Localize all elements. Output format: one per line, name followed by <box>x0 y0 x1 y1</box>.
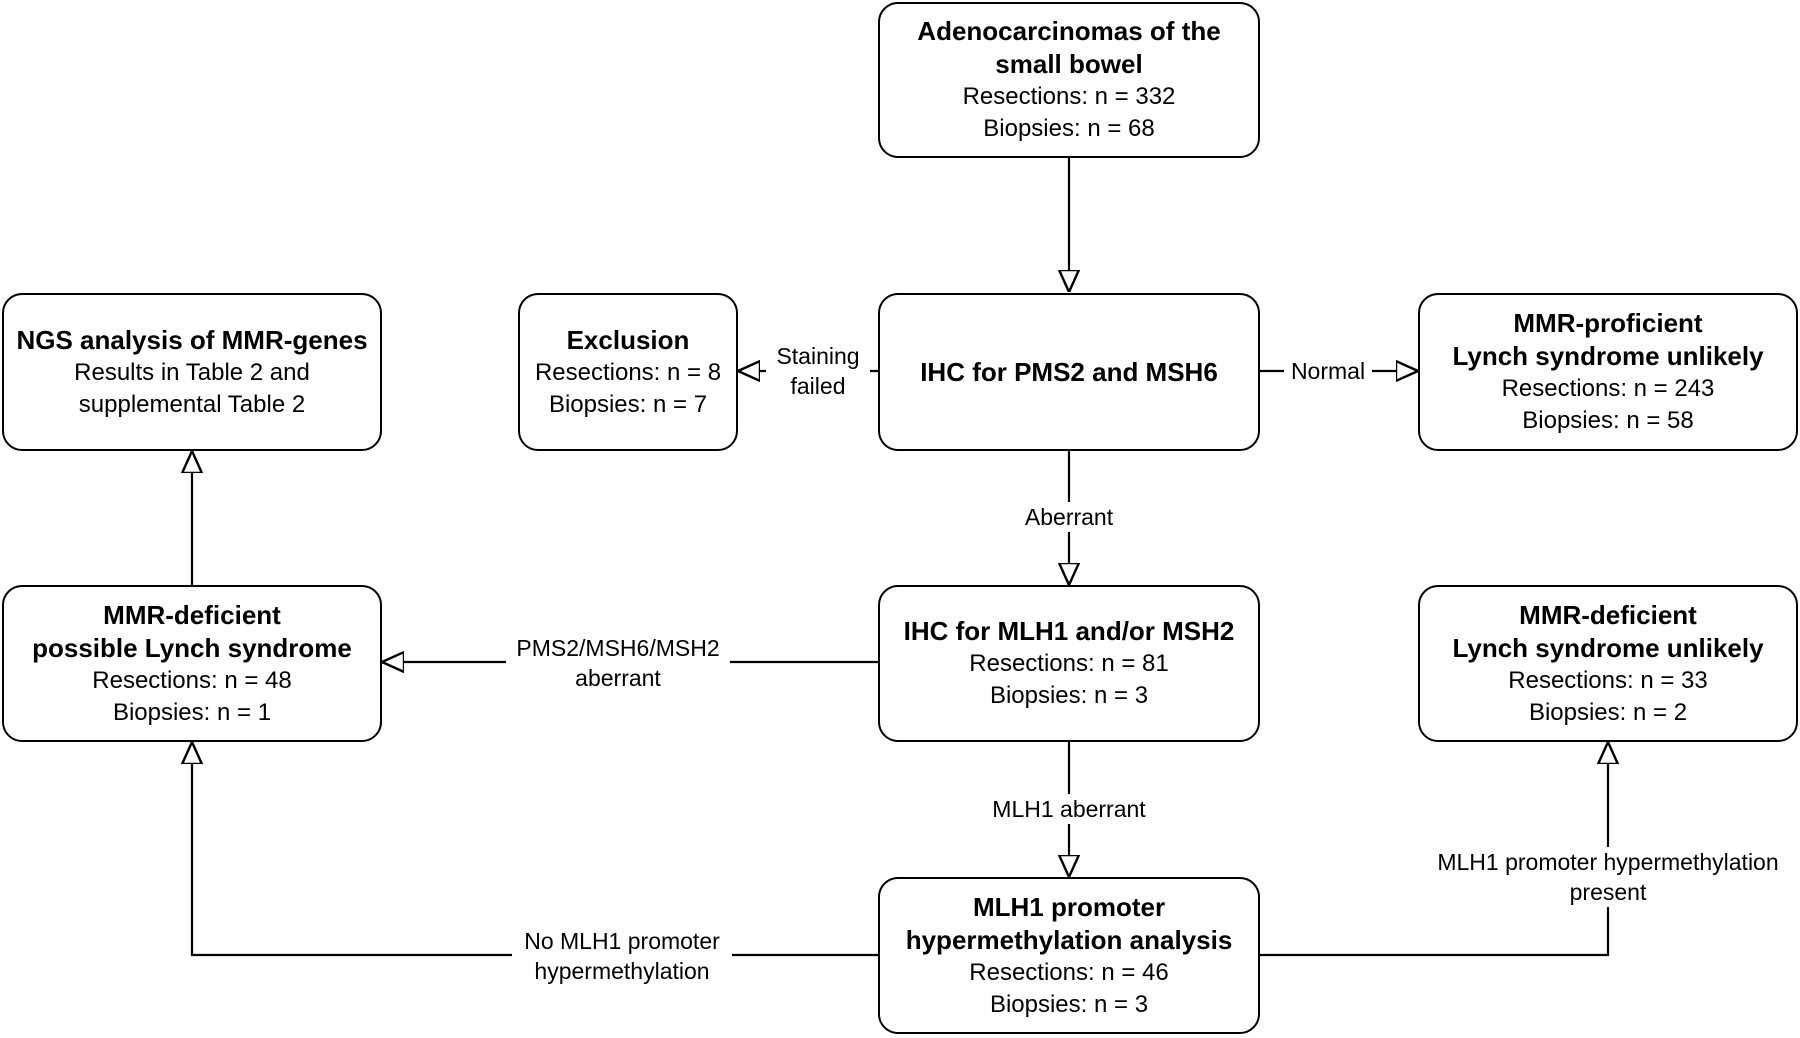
box-text: Results in Table 2 and <box>74 358 310 386</box>
box-ngs-analysis: NGS analysis of MMR-genes Results in Tab… <box>2 293 382 451</box>
box-ihc-mlh1-msh2: IHC for MLH1 and/or MSH2 Resections: n =… <box>878 585 1260 742</box>
box-mlh1-methylation: MLH1 promoter hypermethylation analysis … <box>878 877 1260 1034</box>
edge-label-mlh1-aberrant: MLH1 aberrant <box>978 794 1160 824</box>
edge-label-line: hypermethylation <box>534 958 710 984</box>
edge-label-line: present <box>1569 879 1647 905</box>
box-resections: Resections: n = 243 <box>1501 375 1715 402</box>
box-biopsies: Biopsies: n = 3 <box>989 682 1149 709</box>
edge-label-staining-failed: Staining failed <box>766 341 870 401</box>
box-biopsies: Biopsies: n = 68 <box>983 115 1155 142</box>
edge-label-line: MLH1 promoter hypermethylation <box>1437 849 1779 875</box>
box-title: MMR-deficient <box>1519 599 1697 630</box>
box-title: NGS analysis of MMR-genes <box>16 324 368 355</box>
box-resections: Resections: n = 8 <box>534 358 722 386</box>
box-title: IHC for PMS2 and MSH6 <box>920 356 1218 387</box>
box-resections: Resections: n = 332 <box>962 83 1176 110</box>
box-biopsies: Biopsies: n = 1 <box>112 698 272 726</box>
box-exclusion: Exclusion Resections: n = 8 Biopsies: n … <box>518 293 738 451</box>
edge-methylation-to-deficient-possible <box>192 742 878 957</box>
box-biopsies: Biopsies: n = 58 <box>1522 407 1694 434</box>
box-title: MLH1 promoter <box>972 891 1166 922</box>
edge-label-line: failed <box>790 373 846 399</box>
box-mmr-deficient-possible-lynch: MMR-deficient possible Lynch syndrome Re… <box>2 585 382 742</box>
edge-label-hypermethylation-present: MLH1 promoter hypermethylation present <box>1420 847 1796 907</box>
edge-label-line: aberrant <box>575 665 661 691</box>
box-title: Adenocarcinomas of the <box>917 16 1221 46</box>
edge-label-pms2-msh6-msh2-aberrant: PMS2/MSH6/MSH2 aberrant <box>506 633 730 693</box>
edge-label-line: Staining <box>776 343 860 369</box>
box-title: Lynch syndrome unlikely <box>1452 632 1764 663</box>
edge-label-no-hypermethylation: No MLH1 promoter hypermethylation <box>512 926 732 986</box>
box-biopsies: Biopsies: n = 3 <box>989 990 1149 1018</box>
box-title: hypermethylation analysis <box>905 924 1233 955</box>
box-title: Exclusion <box>566 324 690 355</box>
box-resections: Resections: n = 33 <box>1508 666 1708 694</box>
box-title: MMR-deficient <box>103 599 281 630</box>
edge-label-normal: Normal <box>1284 356 1372 386</box>
box-text: supplemental Table 2 <box>78 390 306 418</box>
edge-label-line: No MLH1 promoter <box>524 928 720 954</box>
box-mmr-deficient-lynch-unlikely: MMR-deficient Lynch syndrome unlikely Re… <box>1418 585 1798 742</box>
box-biopsies: Biopsies: n = 2 <box>1528 698 1688 726</box>
box-resections: Resections: n = 46 <box>969 958 1169 986</box>
box-ihc-pms2-msh6: IHC for PMS2 and MSH6 <box>878 293 1260 451</box>
box-biopsies: Biopsies: n = 7 <box>548 390 708 418</box>
box-title: MMR-proficient <box>1513 308 1703 338</box>
box-resections: Resections: n = 81 <box>969 650 1169 677</box>
edge-label-line: Normal <box>1290 358 1366 384</box>
edge-label-line: Aberrant <box>1024 504 1114 530</box>
box-resections: Resections: n = 48 <box>92 666 292 694</box>
box-adenocarcinomas: Adenocarcinomas of the small bowel Resec… <box>878 2 1260 158</box>
edge-label-line: MLH1 aberrant <box>992 796 1146 822</box>
box-title: IHC for MLH1 and/or MSH2 <box>903 616 1235 646</box>
box-title: small bowel <box>995 49 1143 79</box>
box-mmr-proficient: MMR-proficient Lynch syndrome unlikely R… <box>1418 293 1798 451</box>
edge-label-line: PMS2/MSH6/MSH2 <box>516 635 720 661</box>
edge-label-aberrant: Aberrant <box>1014 502 1124 532</box>
edge-methylation-to-deficient-unlikely <box>1260 742 1608 957</box>
box-title: Lynch syndrome unlikely <box>1452 341 1764 371</box>
box-title: possible Lynch syndrome <box>32 632 352 663</box>
